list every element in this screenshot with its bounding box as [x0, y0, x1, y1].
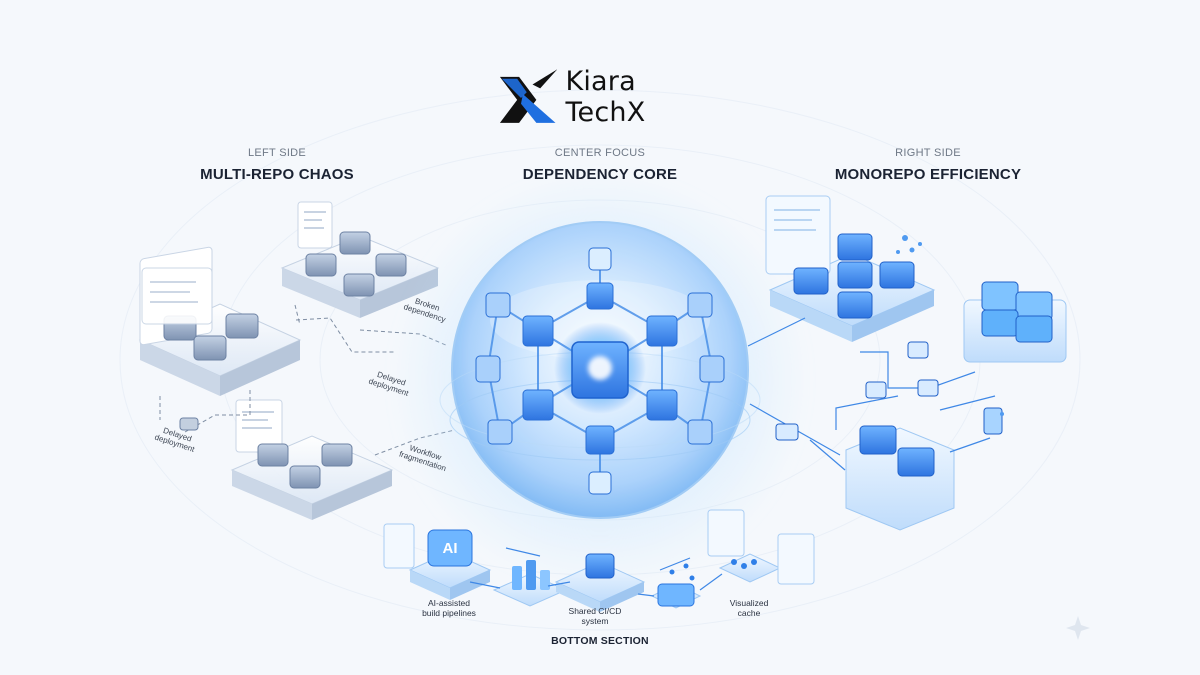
- left-kicker: LEFT SIDE: [247, 147, 307, 159]
- brand-name: Kiara TechX: [565, 66, 646, 128]
- kiara-x-logo-icon: [499, 69, 558, 123]
- bottom-pipeline: [383, 509, 815, 612]
- bottom-section-title: BOTTOM SECTION: [551, 635, 649, 647]
- bottom-dots: [669, 559, 757, 581]
- right-particles: [896, 235, 1004, 416]
- label-shared-cicd: Shared CI/CD system: [568, 606, 622, 626]
- ai-chip-label: AI: [442, 539, 458, 557]
- center-title: DEPENDENCY CORE: [522, 166, 678, 183]
- center-kicker: CENTER FOCUS: [554, 147, 646, 159]
- label-visualized-cache: Visualized cache: [729, 598, 769, 618]
- brand: Kiara TechX: [498, 66, 718, 128]
- right-kicker: RIGHT SIDE: [895, 147, 961, 159]
- left-title: MULTI-REPO CHAOS: [200, 166, 354, 183]
- right-cubes: [775, 233, 1053, 477]
- label-ai-pipelines: AI-assisted build pipelines: [422, 598, 476, 618]
- sparkle-icon: [1066, 616, 1090, 640]
- core-node-cubes: [475, 247, 725, 495]
- right-title: MONOREPO EFFICIENCY: [834, 166, 1022, 183]
- bottom-flow-arrows: [469, 547, 723, 597]
- left-repo-panel-top: [280, 201, 440, 318]
